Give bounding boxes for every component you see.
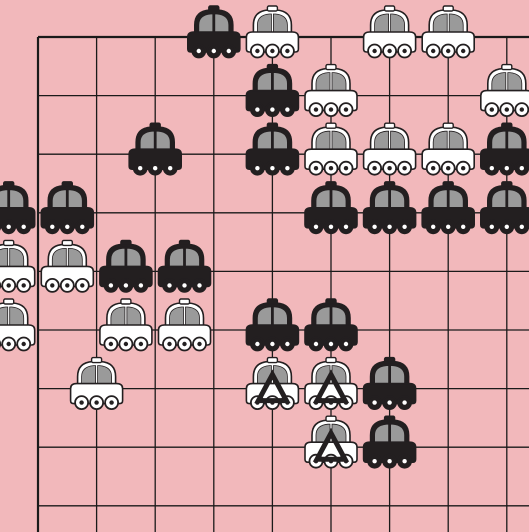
- go-board: [0, 0, 529, 532]
